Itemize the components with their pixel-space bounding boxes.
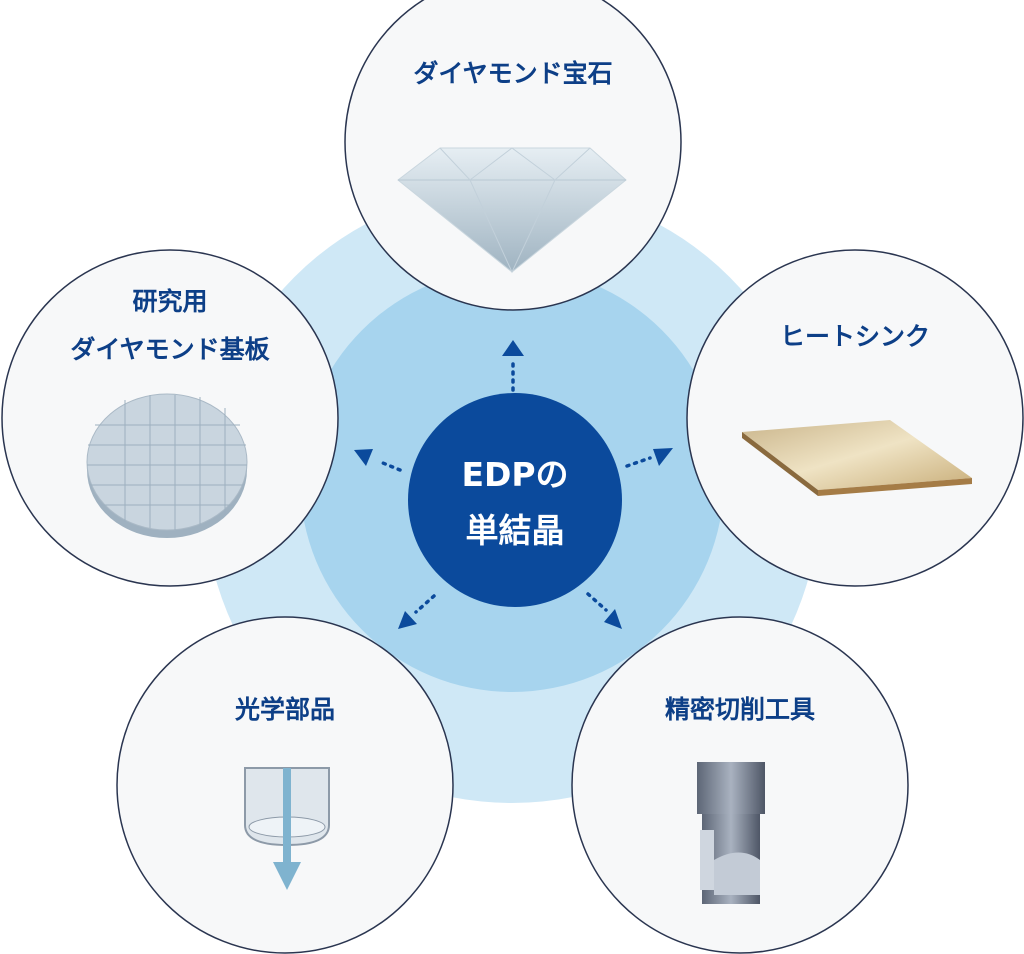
- core-edp-single-crystal: EDPの 単結晶: [408, 393, 622, 607]
- core-label-line2: 単結晶: [466, 511, 565, 550]
- arrow-down-left: [398, 594, 436, 629]
- node-research-substrate: 研究用 ダイヤモンド基板: [1, 249, 339, 587]
- node-label: 光学部品: [234, 695, 335, 724]
- node-label-line2: ダイヤモンド基板: [70, 335, 269, 364]
- arrow-down-right: [586, 592, 622, 629]
- arrows: [354, 340, 673, 629]
- cutting-tool-icon: [697, 762, 765, 904]
- node-label: ダイヤモンド宝石: [413, 59, 612, 88]
- node-precision-cutting-tools: 精密切削工具: [571, 616, 909, 954]
- node-label: 精密切削工具: [665, 695, 815, 724]
- node-label-line1: 研究用: [132, 287, 207, 316]
- optical-component-icon: [244, 767, 330, 890]
- arrow-left: [354, 449, 402, 472]
- node-label: ヒートシンク: [780, 322, 930, 351]
- arrow-right: [625, 448, 673, 468]
- node-diamond-gem: ダイヤモンド宝石: [344, 0, 682, 311]
- wafer-icon: [86, 393, 248, 538]
- core-label-line1: EDPの: [461, 455, 568, 494]
- diamond-gem-icon: [397, 147, 627, 274]
- arrow-up: [502, 340, 524, 392]
- node-heat-sink: ヒートシンク: [686, 249, 1024, 587]
- heat-sink-plate-icon: [742, 420, 972, 496]
- node-optical-components: 光学部品: [116, 616, 454, 954]
